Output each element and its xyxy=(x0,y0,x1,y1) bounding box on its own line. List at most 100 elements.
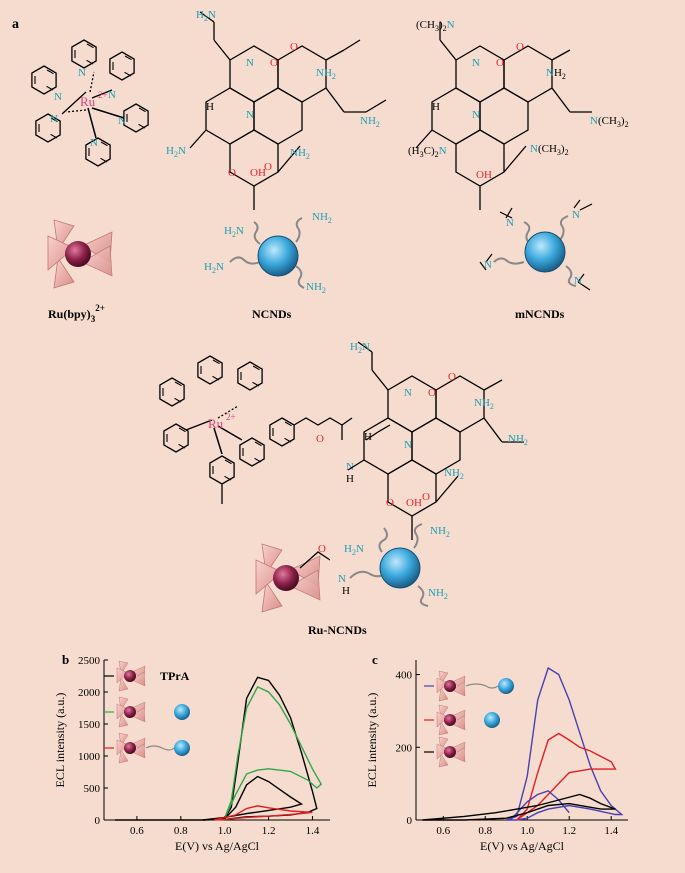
x-tick-label: 1.0 xyxy=(218,825,232,837)
y-tick-label: 1000 xyxy=(78,751,101,763)
y-tick-label: 1500 xyxy=(78,719,101,731)
svg-text:O: O xyxy=(386,497,394,509)
svg-text:N(CH3)2: N(CH3)2 xyxy=(530,143,569,157)
y-tick-label: 2000 xyxy=(78,687,101,699)
svg-text:O: O xyxy=(448,371,456,383)
n-atom-1: N xyxy=(78,67,86,79)
svg-text:NH2: NH2 xyxy=(306,281,326,295)
ncnds-label: NCNDs xyxy=(252,307,292,321)
ncnd-cartoon: H2N NH2 H2N NH2 xyxy=(204,211,332,295)
ru-bpy-structure: Ru 2+ N N N N N N xyxy=(31,39,149,167)
y-tick-label: 400 xyxy=(396,670,413,682)
x-tick-label: 1.2 xyxy=(562,825,576,837)
o-atom: O xyxy=(270,57,278,69)
svg-text:N: N xyxy=(346,461,354,473)
svg-text:N: N xyxy=(484,259,492,271)
panel-label-c: c xyxy=(372,652,378,667)
y-tick-label: 2500 xyxy=(78,655,101,667)
series-line-black xyxy=(202,775,304,821)
svg-text:H: H xyxy=(364,431,372,443)
x-axis-label: E(V) vs Ag/AgCl xyxy=(480,839,565,853)
svg-text:N: N xyxy=(506,217,514,229)
svg-text:H: H xyxy=(432,101,440,113)
x-tick-label: 1.4 xyxy=(604,825,618,837)
mncnd-cartoon: N N N N xyxy=(479,199,593,291)
svg-text:H2N: H2N xyxy=(204,261,224,275)
svg-text:2+: 2+ xyxy=(226,412,236,422)
series-line-red xyxy=(516,732,617,821)
svg-text:H2N: H2N xyxy=(166,145,186,159)
tpra-label: TPrA xyxy=(160,669,190,683)
svg-text:NH2: NH2 xyxy=(444,467,464,481)
y-tick-label: 200 xyxy=(396,742,413,754)
svg-text:H: H xyxy=(346,473,354,485)
n-atom-2: N xyxy=(108,89,116,101)
y-tick-label: 0 xyxy=(407,815,413,827)
svg-text:OH: OH xyxy=(406,497,422,509)
ncnd-structure-labels: H2N NH2 NH2 H2N NH2 O OH xyxy=(166,9,380,179)
svg-text:OH: OH xyxy=(476,169,492,181)
svg-text:O: O xyxy=(422,491,430,503)
legend-b: TPrA xyxy=(104,660,190,764)
y-axis-label: ECL intensity (a.u.) xyxy=(53,693,67,788)
svg-text:NH2: NH2 xyxy=(546,67,566,81)
svg-text:N(CH3)2: N(CH3)2 xyxy=(590,115,629,129)
svg-text:NH2: NH2 xyxy=(428,587,448,601)
n-atom-6: N xyxy=(90,137,98,149)
ru-ncnds-label: Ru-NCNDs xyxy=(308,623,367,637)
svg-text:O: O xyxy=(316,433,324,445)
x-tick-label: 0.6 xyxy=(130,825,144,837)
svg-text:H2N: H2N xyxy=(196,9,216,23)
o-atom: O xyxy=(290,41,298,53)
svg-text:N: N xyxy=(404,439,412,451)
panel-label-a: a xyxy=(12,17,19,32)
svg-text:(CH3)2N: (CH3)2N xyxy=(416,19,455,33)
ru-bpy-cartoon xyxy=(47,219,113,289)
series-line-blue xyxy=(509,790,570,821)
n-atom-4: N xyxy=(50,113,58,125)
n-atom: N xyxy=(246,57,254,69)
svg-text:N: N xyxy=(572,209,580,221)
ru-charge: 2+ xyxy=(98,90,108,100)
series-line-blue xyxy=(506,666,624,821)
ru-bpy-label: Ru(bpy)32+ xyxy=(48,303,105,324)
svg-text:NH2: NH2 xyxy=(290,147,310,161)
svg-text:NH2: NH2 xyxy=(430,525,450,539)
y-axis-label: ECL intensity (a.u.) xyxy=(365,693,379,788)
mncnd-structure-labels: (CH3)2N NH2 N(CH3)2 (H3C)2N N(CH3)2 OH xyxy=(408,19,629,181)
svg-text:(H3C)2N: (H3C)2N xyxy=(408,145,447,159)
svg-text:N: N xyxy=(338,573,346,585)
x-tick-label: 0.8 xyxy=(478,825,492,837)
svg-text:N: N xyxy=(472,109,480,121)
svg-text:O: O xyxy=(516,41,524,53)
n-atom-5: N xyxy=(118,115,126,127)
ru-ncnd-core: N N O O O H xyxy=(347,341,524,540)
mncnds-label: mNCNDs xyxy=(515,307,565,321)
x-axis-label: E(V) vs Ag/AgCl xyxy=(175,839,260,853)
x-tick-label: 1.2 xyxy=(262,825,276,837)
panel-label-b: b xyxy=(62,652,69,667)
legend-c xyxy=(424,670,514,768)
svg-text:OH: OH xyxy=(250,167,266,179)
series-line-black xyxy=(115,676,318,821)
svg-text:NH2: NH2 xyxy=(508,433,528,447)
n-atom-3: N xyxy=(54,91,62,103)
svg-text:O: O xyxy=(428,387,436,399)
svg-text:H2N: H2N xyxy=(224,225,244,239)
svg-text:N: N xyxy=(574,275,582,287)
svg-text:NH2: NH2 xyxy=(360,115,380,129)
h-atom: H xyxy=(206,101,214,113)
x-tick-label: 0.8 xyxy=(174,825,188,837)
svg-text:H2N: H2N xyxy=(344,543,364,557)
svg-text:O: O xyxy=(318,543,326,555)
svg-text:N: N xyxy=(404,387,412,399)
ru-ncnd-structure: Ru 2+ O N H xyxy=(159,355,391,504)
ru-ncnd-labels: H2N NH2 NH2 NH2 O OH xyxy=(350,341,528,509)
svg-text:O: O xyxy=(496,57,504,69)
y-tick-label: 0 xyxy=(95,815,101,827)
y-tick-label: 500 xyxy=(84,783,101,795)
svg-text:N: N xyxy=(472,57,480,69)
